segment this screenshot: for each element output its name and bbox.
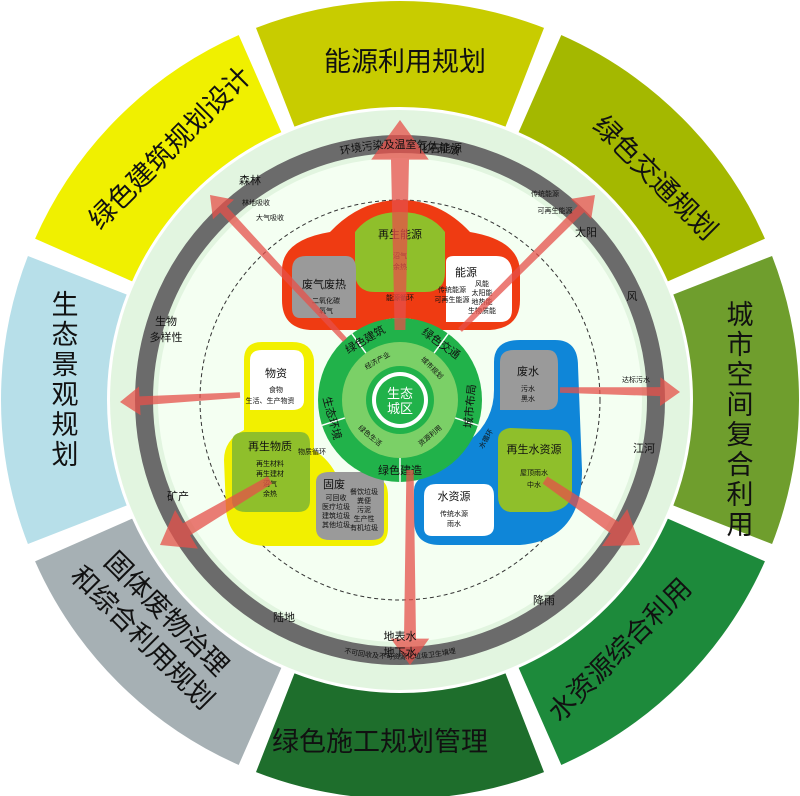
renewable-water-line: 中水	[527, 480, 541, 489]
outer-segment	[253, 0, 547, 130]
material-cycle-label: 物质循环	[298, 447, 326, 456]
outer-segment-label: 城市空间复合利用	[727, 300, 754, 541]
energy-line: 地热能	[472, 297, 493, 306]
solid-waste-line: 生产性	[354, 514, 375, 523]
flow-arrow	[458, 195, 595, 332]
outer-segment-label-text: 城市空间复合利用	[727, 300, 754, 541]
solid-waste-line: 医疗垃圾	[322, 502, 350, 511]
outer-label-river: 江河	[633, 442, 655, 455]
outer-label-rain: 降雨	[533, 593, 555, 607]
flow-arrow	[160, 476, 273, 549]
outer-label-ground-water: 地表水	[384, 629, 417, 643]
renewable-material-title: 再生物质	[248, 439, 292, 453]
outer-label-mineral: 矿产	[167, 489, 189, 503]
water-resource-title: 水资源	[438, 489, 471, 503]
energy-title: 能源	[455, 265, 477, 279]
outer-segment-label: 绿色施工规划管理	[272, 727, 488, 758]
outer-label-forest: 森林	[239, 173, 261, 187]
solid-waste-line: 其他垃圾	[322, 520, 350, 529]
hub: 生态城区绿色建筑绿色交通城市布局绿色建造生态环境经济产业城市规划资源利用绿色生活	[318, 318, 482, 482]
hub-ring-label: 城市布局	[461, 384, 479, 429]
flow-arrow	[390, 470, 430, 665]
outer-label-forest-absorb: 林地吸收	[242, 198, 270, 207]
energy-line: 风能	[475, 279, 489, 288]
solid-waste-line: 污泥	[357, 506, 371, 514]
outer-segment-label-text: 绿色施工规划管理	[272, 727, 488, 758]
outer-label-traditional-energy: 传统能源	[531, 189, 559, 198]
outer-segment	[32, 32, 284, 284]
material-title: 物资	[265, 366, 287, 380]
outer-segment	[32, 516, 284, 768]
waste-heat-line: 二氧化碳	[312, 296, 340, 305]
outer-segment-label-text: 能源利用规划	[324, 47, 486, 78]
outer-segment-label: 能源利用规划	[324, 47, 486, 78]
outer-label-air-absorb: 大气吸收	[256, 213, 284, 222]
renewable-material-line: 再生材料	[256, 459, 284, 468]
solid-waste-line: 粪便	[357, 496, 371, 505]
wastewater-line: 黑水	[521, 394, 535, 403]
renewable-water-title: 再生水资源	[507, 442, 562, 456]
flow-arrow	[210, 195, 347, 342]
energy-line: 传统能源	[438, 285, 466, 294]
water-resource-line: 雨水	[447, 519, 461, 528]
outer-segment	[516, 516, 768, 768]
outer-labels: 化石能源森林林地吸收大气吸收传统能源可再生能源太阳风达标污水江河降雨陆地矿产地表…	[150, 141, 656, 659]
hub-ring-label: 绿色建造	[378, 463, 422, 477]
solid-waste-line: 餐饮垃圾	[350, 487, 378, 496]
outer-label-land: 陆地	[273, 610, 295, 624]
renewable-material-line: 再生建材	[256, 469, 284, 478]
outer-label-biodiversity: 多样性	[150, 330, 183, 344]
solid-waste-title: 固废	[323, 477, 345, 491]
flow-arrows	[120, 120, 680, 665]
outer-label-biodiversity: 生物	[155, 314, 177, 328]
water-resource-line: 传统水源	[440, 509, 468, 518]
outer-label-renewable-energy: 可再生能源	[538, 206, 573, 215]
flow-arrow	[559, 377, 680, 407]
solid-waste-line: 有机垃圾	[350, 523, 378, 532]
waste-heat-line: 氧气	[319, 306, 333, 315]
wastewater-line: 污水	[521, 384, 535, 393]
solid-waste-line: 建筑垃圾	[322, 511, 350, 520]
dashed-ring	[199, 199, 601, 601]
outer-label-ground-water: 地下水	[384, 646, 417, 659]
energy-line: 太阳能	[472, 288, 493, 297]
outer-segment	[253, 670, 547, 796]
outer-segment	[516, 32, 768, 284]
energy-line: 可再生能源	[435, 295, 470, 304]
material-line: 生活、生产物资	[246, 396, 295, 405]
outer-segment-label: 生态景观规划	[52, 290, 79, 471]
outer-label-sun: 太阳	[575, 226, 597, 239]
outer-label-wind: 风	[627, 290, 638, 303]
outer-segment-label-text: 生态景观规划	[52, 290, 79, 471]
hub-center-label: 生态	[387, 387, 413, 402]
hub-center-label: 城区	[387, 402, 413, 417]
flow-arrow	[371, 120, 429, 330]
outer-segment	[670, 253, 800, 547]
flow-arrow	[542, 476, 640, 547]
renewable-material-line: 余热	[263, 489, 277, 498]
material-line: 食物	[269, 385, 283, 394]
outer-label-discharge: 达标污水	[622, 375, 650, 384]
solid-waste-line: 可回收	[326, 493, 347, 502]
waste-heat-title: 废气废热	[302, 277, 346, 291]
outer-segment	[0, 253, 130, 547]
renewable-water-line: 屋顶雨水	[520, 468, 548, 477]
flow-arrow	[120, 386, 241, 416]
wastewater-title: 废水	[517, 364, 539, 378]
outer-label-fossil: 化石能源	[418, 141, 462, 155]
ring-top-label: 环境污染及温室气体排放	[339, 137, 462, 158]
